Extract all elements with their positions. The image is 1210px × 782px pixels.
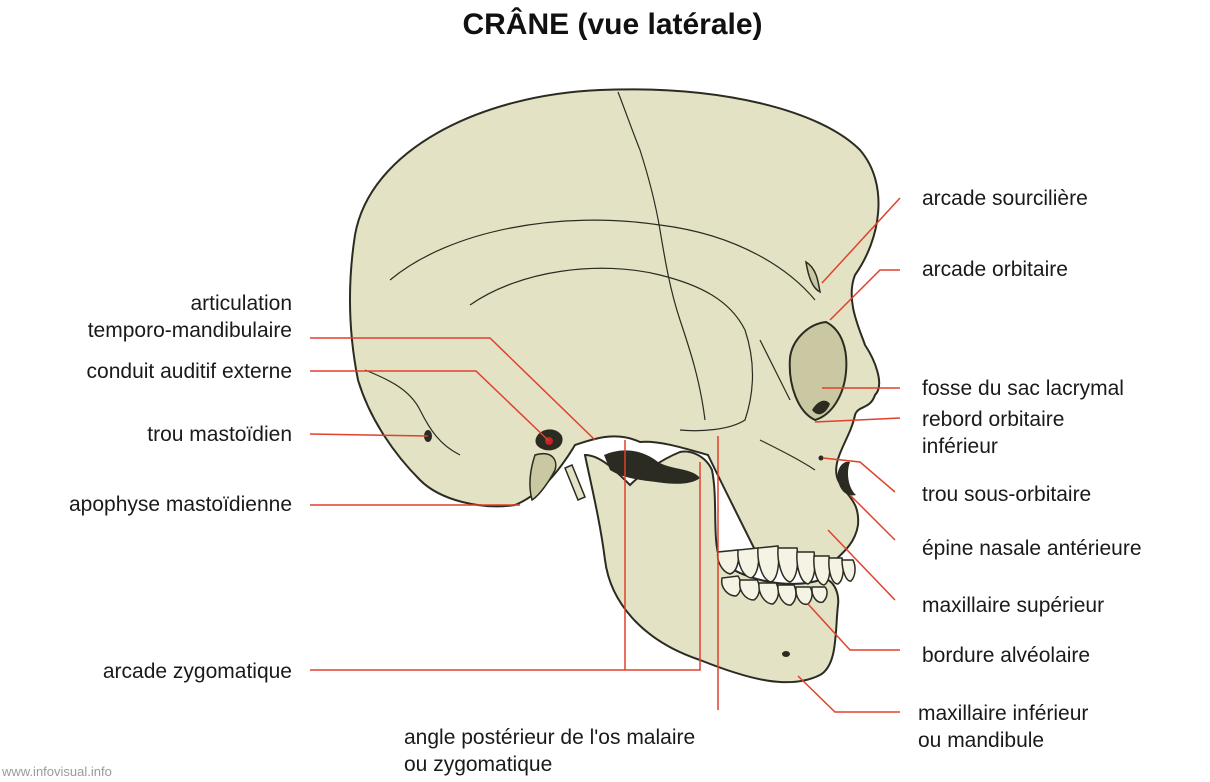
label-rebord-line1: rebord orbitaire bbox=[922, 406, 1064, 433]
infraorbital-foramen bbox=[819, 456, 824, 461]
tooth bbox=[758, 546, 779, 582]
styloid-process bbox=[565, 465, 585, 500]
label-trou-sous-orbitaire: trou sous-orbitaire bbox=[922, 481, 1091, 508]
label-apophyse: apophyse mastoïdienne bbox=[69, 491, 292, 518]
label-maxillaire-superieur: maxillaire supérieur bbox=[922, 592, 1104, 619]
label-conduit: conduit auditif externe bbox=[87, 358, 292, 385]
label-bordure-alveolaire: bordure alvéolaire bbox=[922, 642, 1090, 669]
tooth bbox=[797, 552, 815, 584]
label-maxillaire-inf-line2: ou mandibule bbox=[918, 727, 1088, 754]
label-fosse-lacrymal: fosse du sac lacrymal bbox=[922, 375, 1124, 402]
label-rebord-line2: inférieur bbox=[922, 433, 1064, 460]
label-maxillaire-inf-line1: maxillaire inférieur bbox=[918, 700, 1088, 727]
label-arcade-orbitaire: arcade orbitaire bbox=[922, 256, 1068, 283]
watermark: www.infovisual.info bbox=[2, 764, 112, 779]
mental-foramen bbox=[782, 651, 790, 657]
label-angle-posterieur: angle postérieur de l'os malaire ou zygo… bbox=[404, 724, 695, 778]
tooth bbox=[778, 548, 798, 582]
mastoid-process bbox=[530, 454, 556, 500]
label-epine-nasale: épine nasale antérieure bbox=[922, 535, 1142, 562]
label-angle-line2: ou zygomatique bbox=[404, 751, 695, 778]
label-rebord-orbitaire: rebord orbitaire inférieur bbox=[922, 406, 1064, 460]
label-maxillaire-inferieur: maxillaire inférieur ou mandibule bbox=[918, 700, 1088, 754]
label-arcade-zygomatique: arcade zygomatique bbox=[103, 658, 292, 685]
label-articulation-line2: temporo-mandibulaire bbox=[88, 317, 292, 344]
label-articulation-line1: articulation bbox=[88, 290, 292, 317]
tooth bbox=[842, 560, 855, 581]
label-trou-mastoidien: trou mastoïdien bbox=[147, 421, 292, 448]
label-angle-line1: angle postérieur de l'os malaire bbox=[404, 724, 695, 751]
label-articulation: articulation temporo-mandibulaire bbox=[88, 290, 292, 344]
leader-maxillaire-inferieur bbox=[798, 676, 900, 712]
label-arcade-sourciliere: arcade sourcilière bbox=[922, 185, 1088, 212]
tooth bbox=[829, 558, 843, 584]
